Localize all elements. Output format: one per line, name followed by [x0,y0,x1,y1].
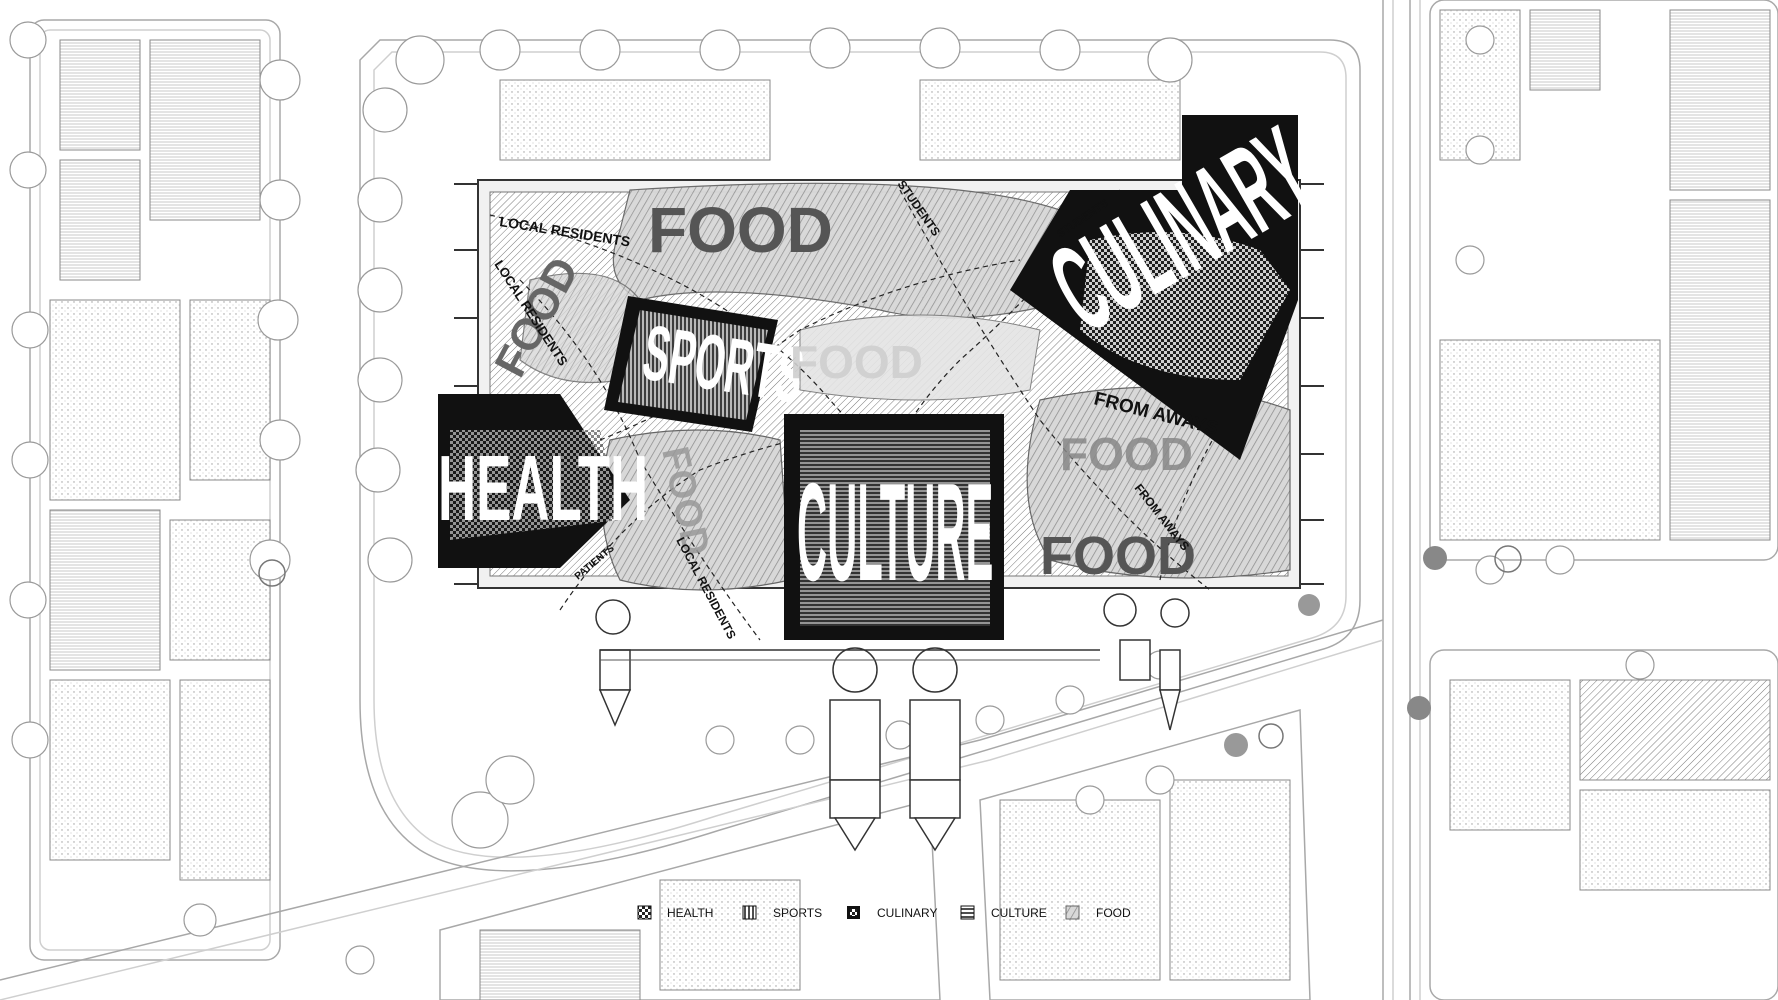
food-pattern-icon [1065,905,1080,920]
culture-block: CULTURE [784,414,1004,640]
trees [9,21,1655,975]
street-markers [258,545,1522,757]
legend-label-culinary: CULINARY [877,906,937,920]
legend-label-culture: CULTURE [991,906,1047,920]
surrounding-buildings [49,9,1771,1000]
health-block: HEALTH [438,394,648,568]
legend-item-culinary: CULINARY [847,906,937,920]
legend-item-sports: SPORTS [742,905,822,920]
legend-item-health: HEALTH [637,905,713,920]
health-pattern-icon [637,905,652,920]
sports-pattern-icon [742,905,757,920]
food-label-top: FOOD [648,194,833,266]
legend-label-health: HEALTH [667,906,713,920]
culinary-block: CULINARY [1010,101,1335,460]
legend-label-food: FOOD [1096,906,1131,920]
legend-label-sports: SPORTS [773,906,822,920]
legend: HEALTH SPORTS CULINARY CULTURE FOOD [637,905,1131,920]
culture-label: CULTURE [797,454,993,610]
culture-pattern-icon [960,905,975,920]
legend-item-culture: CULTURE [960,905,1047,920]
food-label-right-mid: FOOD [1060,428,1193,480]
food-label-center: FOOD [790,336,923,388]
legend-item-food: FOOD [1065,905,1131,920]
health-label: HEALTH [438,438,648,541]
food-label-right: FOOD [1040,526,1196,586]
